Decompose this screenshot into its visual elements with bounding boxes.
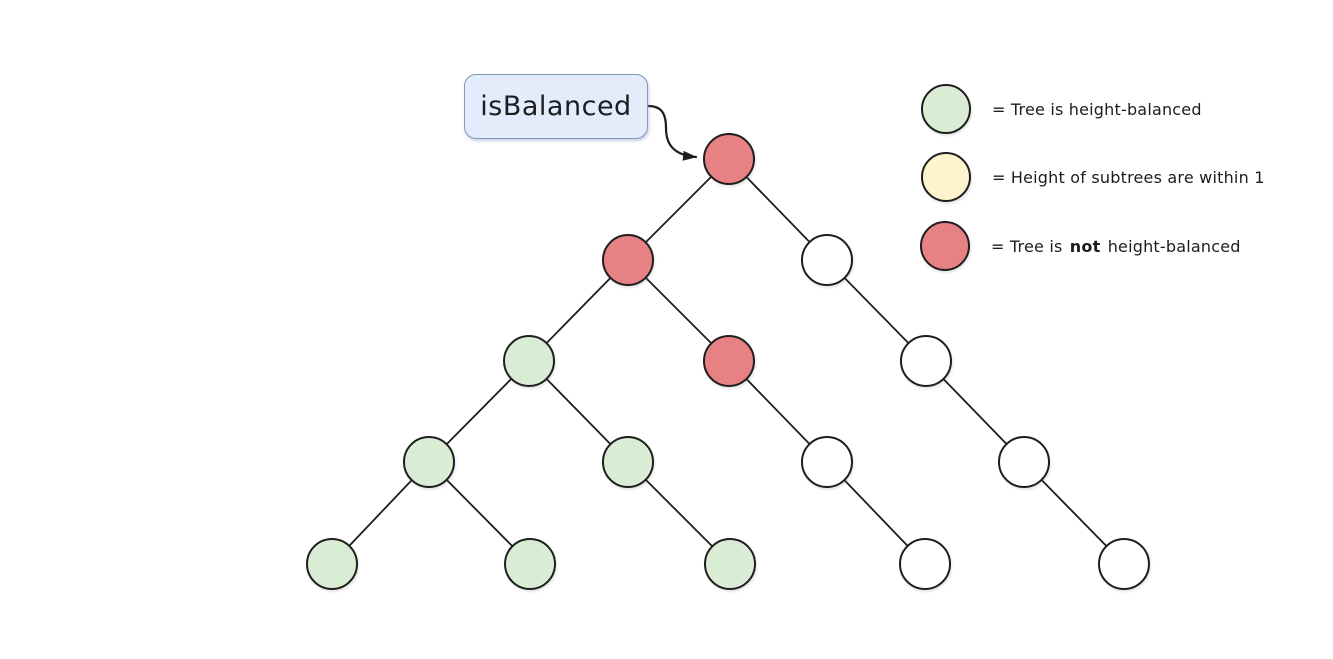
tree-node-llrr-green: [704, 538, 756, 590]
tree-node-lllr-green: [504, 538, 556, 590]
tree-node-llr-green: [602, 436, 654, 488]
legend-item-text: = Tree is not height-balanced: [991, 236, 1241, 256]
legend-yellow-circle-icon: [921, 152, 971, 202]
isbalanced-label-box: isBalanced: [464, 74, 648, 139]
tree-node-rrr-white: [998, 436, 1050, 488]
legend-red-circle-icon: [920, 221, 970, 271]
tree-node-lrrr-white: [899, 538, 951, 590]
legend-item-subtrees-within-1: = Height of subtrees are within 1: [921, 152, 1265, 202]
legend-bold-word: not: [1069, 236, 1101, 256]
tree-node-lr-red: [703, 335, 755, 387]
legend-item-not-height-balanced: = Tree is not height-balanced: [920, 221, 1241, 271]
tree-node-rrrr-white: [1098, 538, 1150, 590]
tree-node-root-red: [703, 133, 755, 185]
legend-item-text: = Height of subtrees are within 1: [992, 167, 1265, 187]
tree-node-rr-white: [900, 335, 952, 387]
legend-item-text: = Tree is height-balanced: [992, 99, 1202, 119]
tree-node-lll-green: [403, 436, 455, 488]
isbalanced-label-text: isBalanced: [480, 91, 632, 122]
legend-item-height-balanced: = Tree is height-balanced: [921, 84, 1202, 134]
tree-node-ll-green: [503, 335, 555, 387]
tree-node-lrr-white: [801, 436, 853, 488]
tree-node-l-red: [602, 234, 654, 286]
label-arrow: [646, 104, 698, 161]
legend-green-circle-icon: [921, 84, 971, 134]
tree-node-r-white: [801, 234, 853, 286]
tree-node-llll-green: [306, 538, 358, 590]
